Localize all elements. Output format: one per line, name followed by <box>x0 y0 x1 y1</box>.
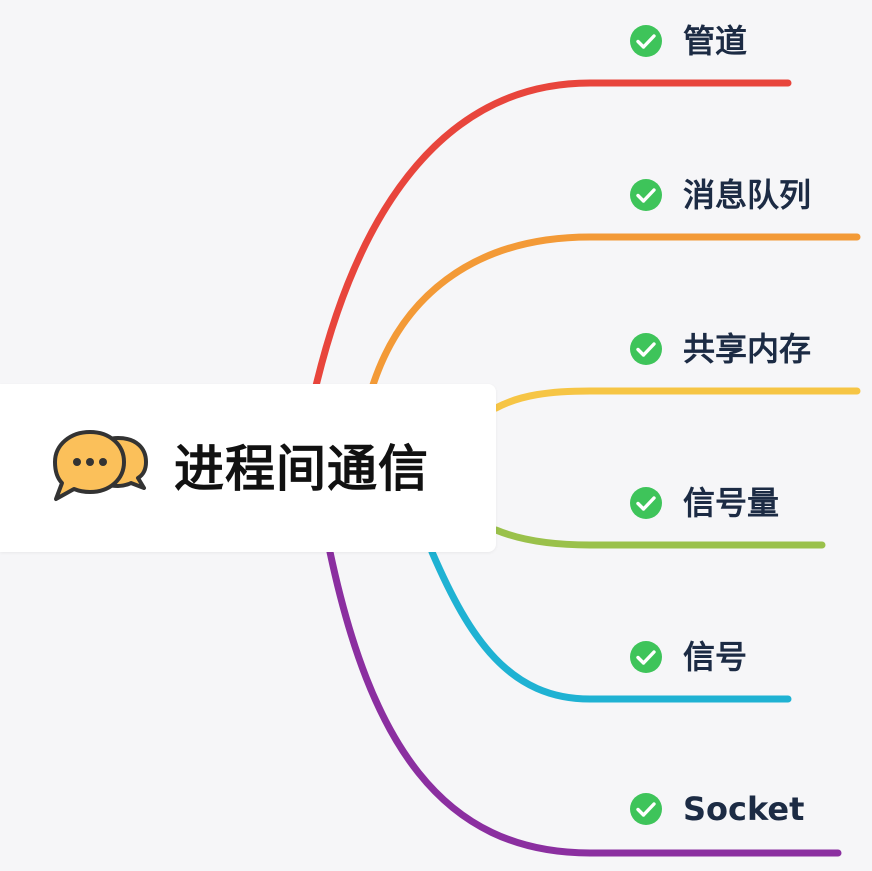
check-circle-icon <box>630 641 662 673</box>
check-circle-icon <box>630 333 662 365</box>
chat-bubbles-icon <box>53 430 148 501</box>
branch-item-message-queue[interactable]: 消息队列 <box>629 175 811 215</box>
branch-label: 信号量 <box>683 484 780 522</box>
check-circle-icon <box>630 487 662 519</box>
branch-line-signal <box>428 548 792 703</box>
check-circle-icon <box>630 793 662 825</box>
branch-line-pipe <box>311 79 792 394</box>
dot <box>99 458 107 466</box>
branch-line-socket <box>326 548 842 857</box>
branch-item-semaphore[interactable]: 信号量 <box>629 483 779 523</box>
branch-line-message-queue <box>368 233 861 392</box>
check-circle-icon <box>630 179 662 211</box>
branch-label: Socket <box>683 790 805 828</box>
branch-label: 信号 <box>683 638 748 676</box>
branch-item-socket[interactable]: Socket <box>629 789 804 829</box>
branch-line-semaphore <box>492 526 826 549</box>
branch-line-shared-memory <box>492 387 861 412</box>
check-circle-icon <box>630 25 662 57</box>
branch-label: 共享内存 <box>683 330 812 368</box>
branch-item-signal[interactable]: 信号 <box>629 637 747 677</box>
branch-item-shared-memory[interactable]: 共享内存 <box>629 329 811 369</box>
branch-label: 管道 <box>683 22 748 60</box>
branch-label: 消息队列 <box>683 176 812 214</box>
dot <box>86 458 94 466</box>
branch-item-pipe[interactable]: 管道 <box>629 21 747 61</box>
root-title[interactable]: 进程间通信 <box>174 440 429 498</box>
dot <box>73 458 81 466</box>
